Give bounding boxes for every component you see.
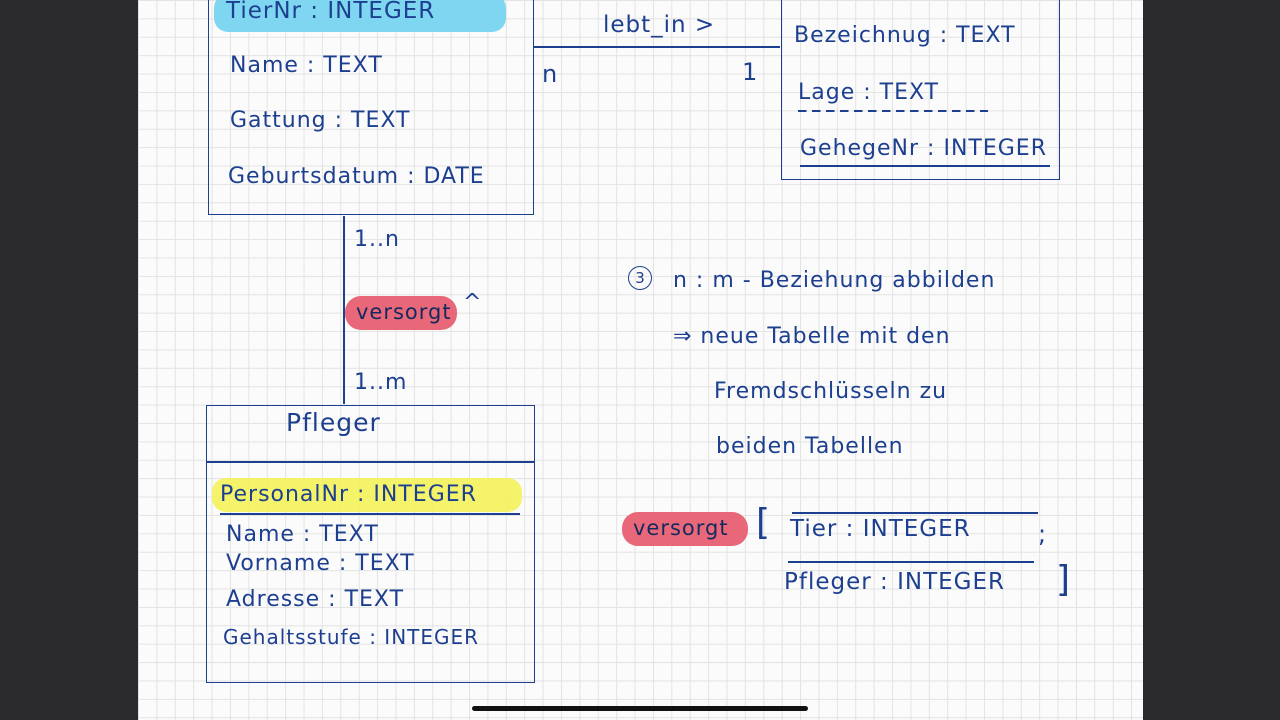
note-line-4: beiden Tabellen: [716, 434, 904, 459]
lage-foreign-key-underline: [798, 110, 988, 112]
relation-highlight-versorgt: [345, 296, 457, 330]
pfleger-attr-vorname: Vorname : TEXT: [226, 551, 415, 576]
tier-primary-key: TierNr : INTEGER: [226, 0, 436, 24]
table-field-tier: Tier : INTEGER: [790, 516, 971, 542]
tier-attr-name: Name : TEXT: [230, 53, 383, 78]
table-close-bracket: ]: [1056, 559, 1072, 600]
field1-overline: [792, 512, 1038, 514]
entity-pfleger-box: [206, 405, 535, 683]
pfleger-pk-underline: [220, 513, 520, 515]
step-number-circle: 3: [628, 266, 652, 290]
gehege-attr-lage: Lage : TEXT: [798, 80, 940, 105]
table-name-versorgt: versorgt: [633, 516, 729, 540]
tier-attr-geburtsdatum: Geburtsdatum : DATE: [228, 164, 485, 189]
pfleger-title: Pfleger: [286, 408, 381, 437]
relation-label-versorgt: versorgt: [356, 300, 452, 324]
cardinality-lebt-in-left: n: [542, 60, 559, 88]
primary-key-highlight-pfleger: [212, 478, 522, 512]
notebook-page: TierNr : INTEGER Name : TEXT Gattung : T…: [138, 0, 1143, 720]
table-open-bracket: [: [756, 502, 772, 543]
relation-direction-arrow: ^: [463, 290, 483, 315]
gehege-attr-gehegenr: GehegeNr : INTEGER: [800, 136, 1047, 161]
home-indicator[interactable]: [472, 706, 808, 711]
primary-key-highlight-tier: [214, 0, 506, 32]
pfleger-attr-name: Name : TEXT: [226, 522, 379, 547]
cardinality-versorgt-top: 1..n: [354, 227, 400, 252]
gehegenr-primary-key-underline: [800, 165, 1050, 167]
tier-attr-gattung: Gattung : TEXT: [230, 108, 411, 133]
pfleger-title-divider: [206, 461, 535, 463]
note-line-2: ⇒ neue Tabelle mit den: [673, 324, 951, 349]
relation-line-versorgt: [343, 216, 345, 404]
entity-tier-box: [208, 0, 534, 215]
relation-label-lebt-in: lebt_in >: [603, 12, 716, 38]
gehege-attr-bezeichnung: Bezeichnug : TEXT: [794, 23, 1016, 48]
pfleger-attr-adresse: Adresse : TEXT: [226, 587, 405, 612]
pfleger-attr-gehaltsstufe: Gehaltsstufe : INTEGER: [223, 625, 480, 649]
table-field-separator: ;: [1038, 520, 1048, 548]
pfleger-primary-key: PersonalNr : INTEGER: [220, 482, 477, 507]
cardinality-versorgt-bottom: 1..m: [354, 370, 408, 395]
cardinality-lebt-in-right: 1: [742, 58, 759, 86]
table-name-highlight: [622, 512, 748, 546]
note-line-3: Fremdschlüsseln zu: [714, 379, 948, 404]
note-line-1: n : m - Beziehung abbilden: [673, 268, 996, 293]
field-divider: [788, 561, 1034, 563]
entity-gehege-box: [781, 0, 1060, 180]
relation-line-lebt-in: [534, 46, 780, 48]
table-field-pfleger: Pfleger : INTEGER: [784, 569, 1005, 595]
